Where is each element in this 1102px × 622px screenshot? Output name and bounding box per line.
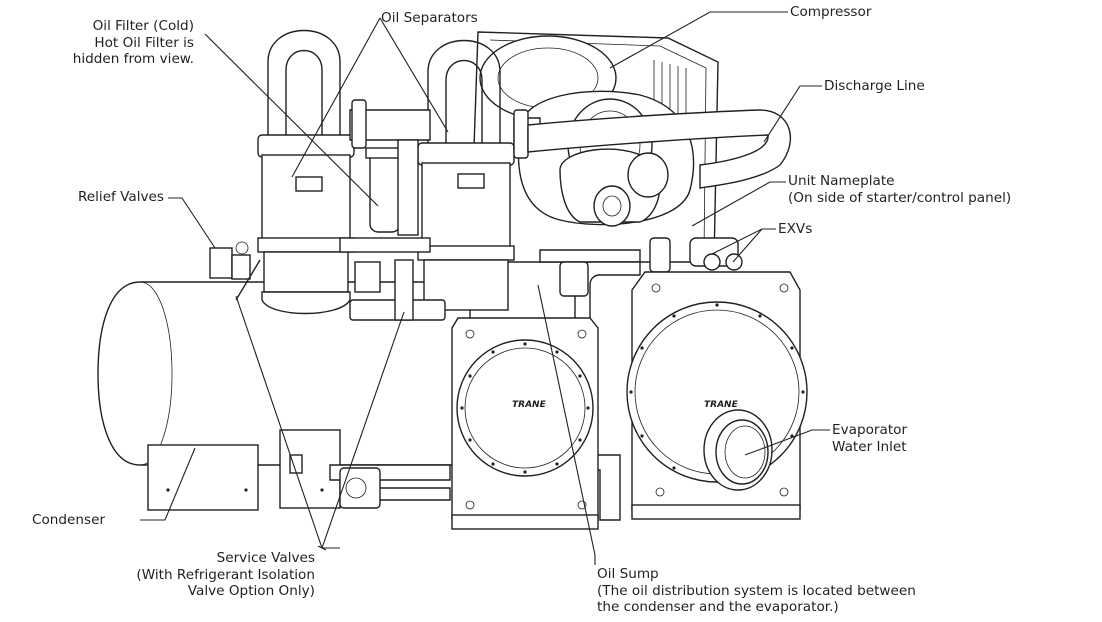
oil-separator-left — [257, 29, 355, 315]
label-service-valves: Service Valves (With Refrigerant Isolati… — [136, 550, 315, 599]
label-oil-sump: Oil Sump (The oil distribution system is… — [597, 566, 916, 615]
condenser-end-plate — [451, 317, 599, 530]
label-unit-nameplate: Unit Nameplate (On side of starter/contr… — [788, 173, 1012, 206]
label-condenser: Condenser — [32, 512, 106, 528]
label-exvs: EXVs — [778, 221, 813, 237]
label-evaporator-water-inlet: Evaporator Water Inlet — [832, 422, 908, 455]
label-discharge-line: Discharge Line — [824, 78, 925, 94]
brand-mark-evaporator: TRANE — [704, 400, 738, 410]
oil-separator-right — [417, 39, 515, 311]
label-compressor: Compressor — [790, 4, 872, 20]
label-oil-separators: Oil Separators — [381, 10, 478, 26]
condenser-vessel — [97, 281, 471, 511]
label-oil-filter: Oil Filter (Cold) Hot Oil Filter is hidd… — [72, 18, 194, 67]
brand-mark-condenser: TRANE — [512, 400, 546, 410]
piping — [209, 99, 791, 521]
label-relief-valves: Relief Valves — [77, 189, 164, 205]
